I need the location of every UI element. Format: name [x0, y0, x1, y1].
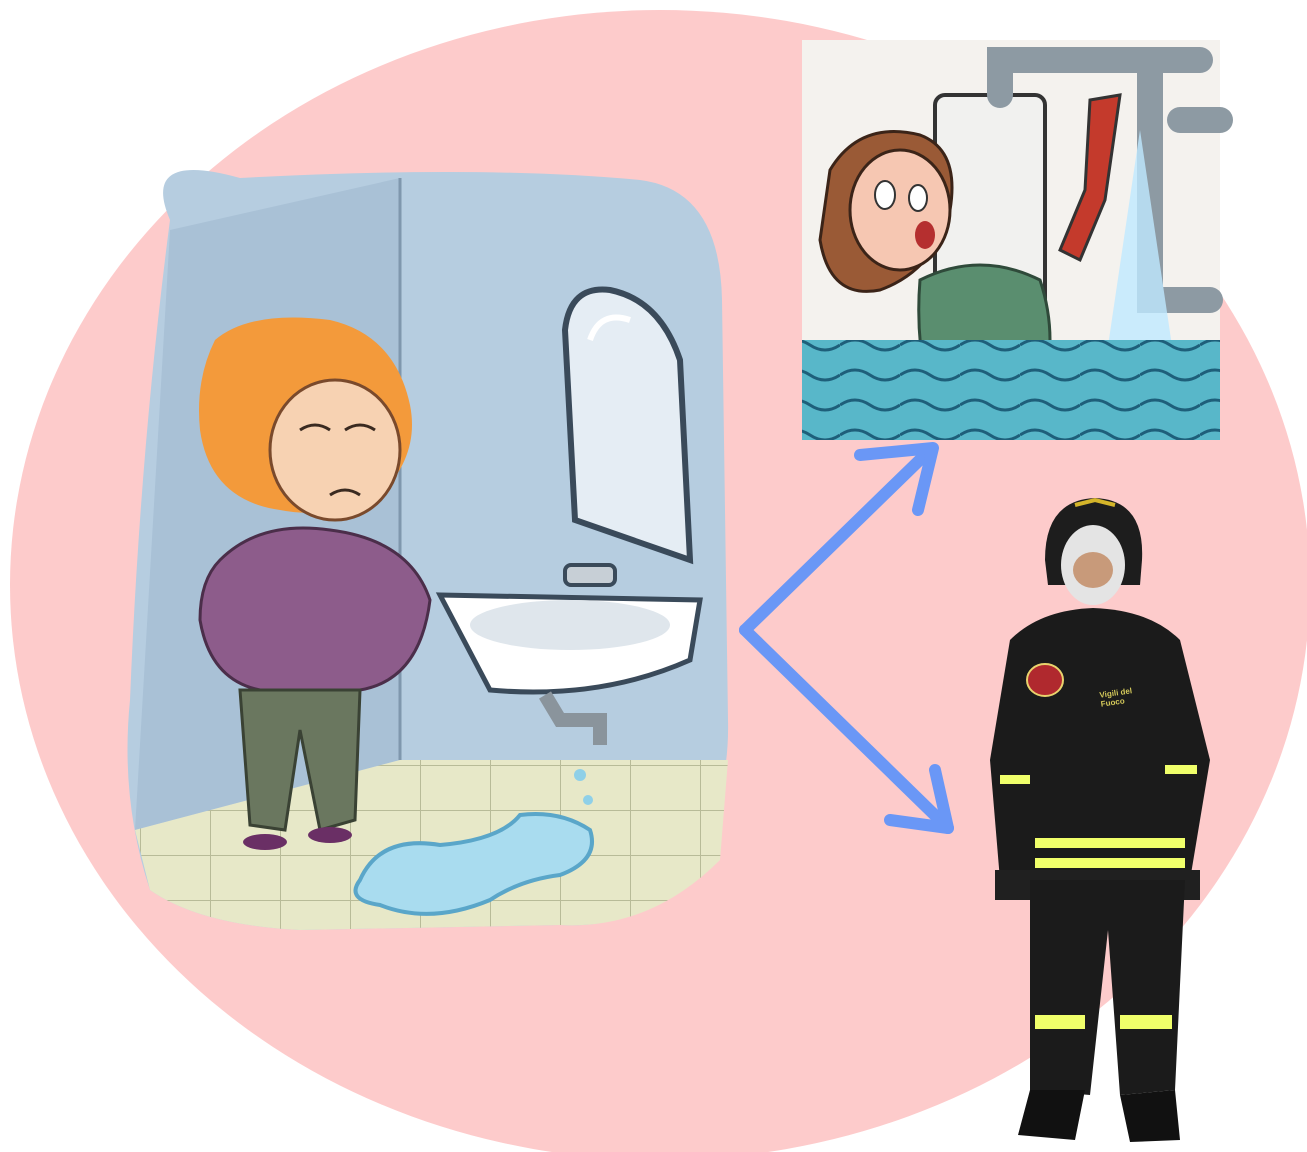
woman-fixing-pipe-scene — [802, 40, 1220, 440]
flood-water — [802, 340, 1220, 440]
boots — [1018, 1090, 1085, 1140]
face — [850, 150, 950, 270]
reflective-stripe — [1035, 838, 1185, 848]
shoulder-patch — [1027, 664, 1063, 696]
leaking-sink-scene — [128, 170, 729, 930]
